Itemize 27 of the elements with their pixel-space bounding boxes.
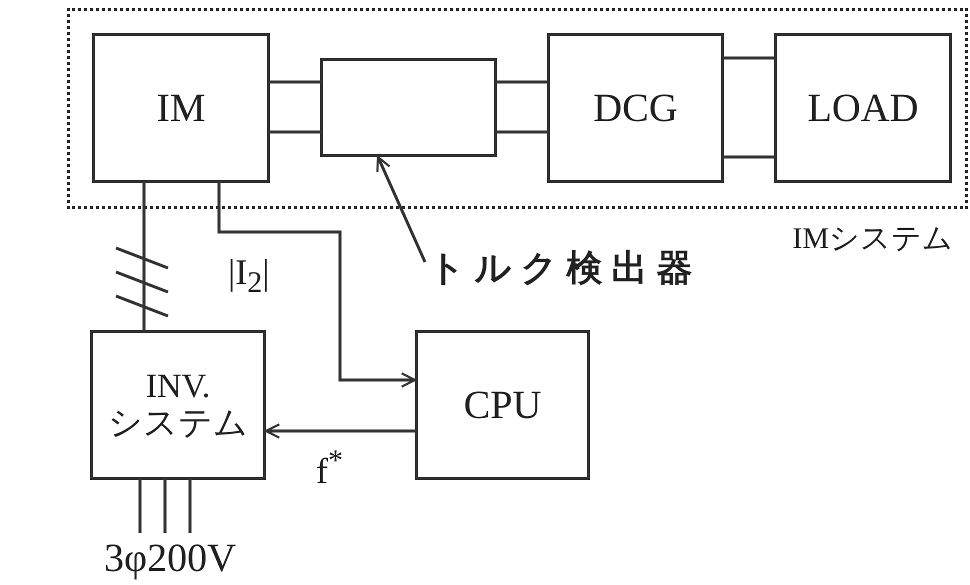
- shaft-line: [270, 80, 320, 84]
- box-label: LOAD: [807, 86, 919, 130]
- box-label: IM: [156, 86, 206, 130]
- box-label: CPU: [464, 383, 542, 427]
- system-label: IMシステム: [792, 222, 953, 255]
- supply-label: 3φ200V: [72, 533, 268, 581]
- arrow: [264, 423, 415, 439]
- shaft-line: [724, 56, 774, 60]
- wire-line: [164, 480, 166, 533]
- wire-line: [138, 480, 142, 533]
- callout-label: トルク検出器: [425, 245, 705, 291]
- shaft-line: [497, 130, 547, 134]
- box-label: INV. システム: [108, 368, 248, 442]
- shaft-line: [724, 156, 774, 158]
- process-box: [547, 33, 724, 183]
- process-box: [90, 330, 266, 480]
- detector-box: [320, 58, 497, 157]
- process-box: [92, 33, 270, 183]
- process-box: [774, 33, 952, 183]
- leader-line: [376, 156, 426, 263]
- process-box: [415, 330, 590, 480]
- wire-line: [188, 480, 192, 533]
- shaft-line: [270, 130, 320, 134]
- box-label: DCG: [593, 86, 678, 130]
- wire-line: [142, 183, 146, 330]
- shaft-line: [497, 80, 547, 84]
- arrow: [218, 183, 416, 388]
